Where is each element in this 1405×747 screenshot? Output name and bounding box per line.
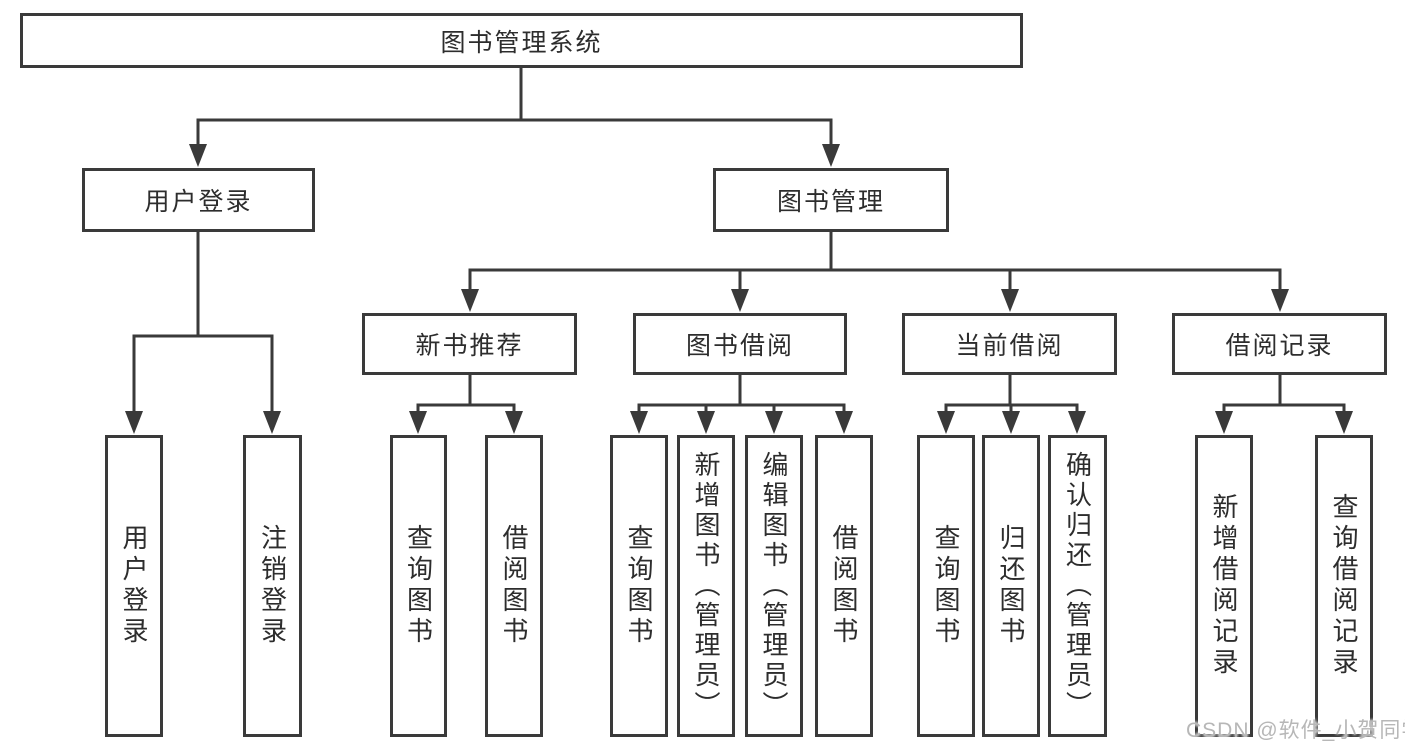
leaf-borrow-books-recommend: 借阅图书 [485, 435, 543, 737]
node-book-management-label: 图书管理 [776, 188, 885, 216]
connector-book-borrow-to-leaves [630, 375, 853, 434]
leaf-borrow-books-2-label: 借阅图书 [829, 524, 859, 648]
leaf-add-book-admin: 新增图书（管理员） [677, 435, 735, 737]
node-new-book-recommend-label: 新书推荐 [415, 332, 524, 360]
leaf-user-login: 用户登录 [105, 435, 163, 737]
node-borrow-records: 借阅记录 [1172, 313, 1387, 375]
leaf-query-books-borrow: 查询图书 [610, 435, 668, 737]
leaf-query-borrow-record-label: 查询借阅记录 [1329, 493, 1359, 679]
leaf-edit-book-admin-label: 编辑图书（管理员） [759, 451, 789, 721]
leaf-return-book: 归还图书 [982, 435, 1040, 737]
leaf-query-books-current: 查询图书 [917, 435, 975, 737]
leaf-query-books-recommend: 查询图书 [390, 435, 447, 737]
connector-borrow-records-to-leaves [1215, 375, 1353, 434]
leaf-logout: 注销登录 [243, 435, 302, 737]
node-library-system-label: 图书管理系统 [440, 28, 603, 57]
leaf-add-book-admin-label: 新增图书（管理员） [691, 451, 721, 721]
connector-current-borrow-to-leaves [937, 375, 1086, 434]
leaf-add-borrow-record: 新增借阅记录 [1195, 435, 1253, 737]
connector-book-management-to-level3 [461, 232, 1289, 312]
node-current-borrow: 当前借阅 [902, 313, 1117, 375]
node-new-book-recommend: 新书推荐 [362, 313, 577, 375]
leaf-borrow-books-recommend-label: 借阅图书 [499, 524, 529, 648]
leaf-edit-book-admin: 编辑图书（管理员） [745, 435, 803, 737]
leaf-borrow-books-2: 借阅图书 [815, 435, 873, 737]
leaf-return-book-label: 归还图书 [996, 524, 1026, 648]
csdn-watermark: CSDN @软件_小贺同学 [1186, 719, 1405, 742]
connector-new-book-recommend-to-leaves [409, 375, 523, 434]
node-library-system: 图书管理系统 [20, 13, 1023, 68]
connector-user-login-to-leaves [125, 232, 281, 434]
leaf-confirm-return-admin-label: 确认归还（管理员） [1062, 451, 1093, 721]
node-user-login: 用户登录 [82, 168, 315, 232]
node-book-borrow-label: 图书借阅 [685, 332, 794, 360]
node-borrow-records-label: 借阅记录 [1225, 332, 1334, 360]
node-book-borrow: 图书借阅 [633, 313, 847, 375]
leaf-confirm-return-admin: 确认归还（管理员） [1048, 435, 1107, 737]
leaf-logout-label: 注销登录 [257, 524, 288, 648]
leaf-query-books-borrow-label: 查询图书 [624, 524, 654, 648]
node-user-login-label: 用户登录 [144, 188, 253, 216]
connector-root-to-level2 [189, 68, 840, 167]
leaf-add-borrow-record-label: 新增借阅记录 [1209, 493, 1239, 679]
leaf-query-books-recommend-label: 查询图书 [403, 524, 434, 648]
leaf-query-borrow-record: 查询借阅记录 [1315, 435, 1373, 737]
leaf-user-login-label: 用户登录 [119, 524, 149, 648]
node-current-borrow-label: 当前借阅 [955, 332, 1064, 360]
leaf-query-books-current-label: 查询图书 [931, 524, 961, 648]
node-book-management: 图书管理 [713, 168, 949, 232]
